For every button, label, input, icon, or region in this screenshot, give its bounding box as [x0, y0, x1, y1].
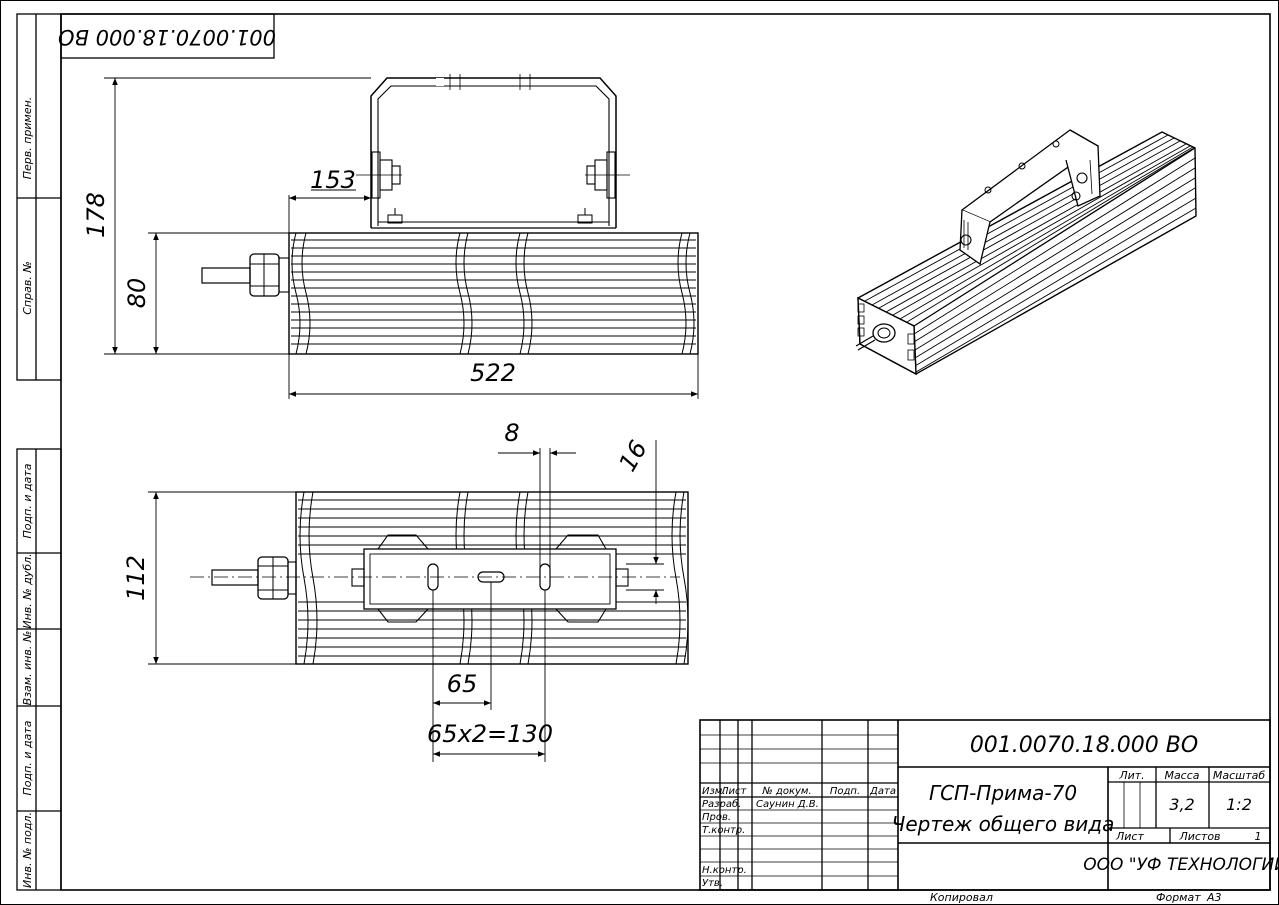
- title-product-name: ГСП-Прима-70: [929, 781, 1077, 805]
- lit-label: Лит.: [1118, 769, 1144, 782]
- dim-80: 80: [123, 278, 151, 309]
- isometric-view: [855, 129, 1197, 376]
- footer-format-value: А3: [1206, 891, 1222, 904]
- side-label-inv-dubl: Инв. № дубл.: [21, 553, 34, 628]
- scale-value: 1:2: [1226, 795, 1252, 814]
- sheets-value: 1: [1255, 830, 1262, 843]
- row-utv: Утв.: [702, 878, 723, 889]
- dim-65: 65: [447, 670, 478, 698]
- doc-code-box: 001.0070.18.000 ВО: [58, 13, 276, 59]
- scale-label: Масштаб: [1213, 769, 1265, 782]
- dim-522: 522: [470, 359, 516, 387]
- col-list: Лист: [720, 786, 748, 797]
- row-tkontr: Т.контр.: [702, 825, 745, 836]
- dim-153: 153: [310, 166, 356, 194]
- side-label-inv-podl: Инв. № подл.: [21, 812, 34, 888]
- dim-65x2: 65x2=130: [427, 720, 553, 748]
- doc-code-top: 001.0070.18.000 ВО: [58, 25, 276, 49]
- side-strip: [16, 13, 62, 891]
- dim-112: 112: [122, 555, 150, 601]
- side-label-podp-data-1: Подп. и дата: [21, 463, 34, 538]
- row-razrab: Разраб.: [702, 798, 741, 810]
- footer-format-label: Формат: [1156, 891, 1201, 904]
- side-label-sprav-no: Справ. №: [21, 261, 34, 315]
- col-doc: № докум.: [761, 786, 811, 797]
- title-block-text: 001.0070.18.000 ВО ГСП-Прима-70 Чертеж о…: [702, 733, 1279, 889]
- sheet-footer: Копировал Формат А3: [930, 891, 1222, 904]
- sheets-label: Листов: [1178, 830, 1220, 843]
- col-podp: Подп.: [830, 786, 860, 797]
- sheet-label: Лист: [1115, 830, 1144, 843]
- plan-view: [190, 491, 689, 665]
- row-prov: Пров.: [702, 812, 731, 823]
- razrab-name: Саунин Д.В.: [756, 799, 819, 810]
- dim-8: 8: [504, 419, 519, 447]
- front-view-dimensions: [104, 77, 699, 399]
- side-labels: Перв. примен. Справ. № Подп. и дата Инв.…: [21, 97, 34, 888]
- footer-copied: Копировал: [930, 891, 993, 904]
- side-label-podp-data-2: Подп. и дата: [21, 720, 34, 795]
- side-label-perv-primen: Перв. примен.: [21, 97, 34, 180]
- title-doc-code: 001.0070.18.000 ВО: [970, 733, 1198, 758]
- title-drawing-name: Чертеж общего вида: [892, 812, 1115, 836]
- front-view-dimension-labels: 153 178 80 522: [82, 166, 516, 387]
- col-izm: Изм.: [702, 786, 726, 797]
- row-nkontr: Н.контр.: [702, 865, 747, 876]
- title-block: [699, 719, 1271, 891]
- dim-178: 178: [82, 192, 110, 238]
- plan-view-dimensions: [148, 440, 664, 762]
- dim-16: 16: [613, 436, 653, 476]
- front-view: [201, 74, 699, 355]
- side-label-vzam-inv: Взам. инв. №: [21, 631, 34, 706]
- col-data: Дата: [869, 786, 896, 797]
- mass-value: 3,2: [1169, 795, 1194, 814]
- company-name: ООО "УФ ТЕХНОЛОГИИ": [1083, 855, 1279, 875]
- mass-label: Масса: [1164, 769, 1199, 782]
